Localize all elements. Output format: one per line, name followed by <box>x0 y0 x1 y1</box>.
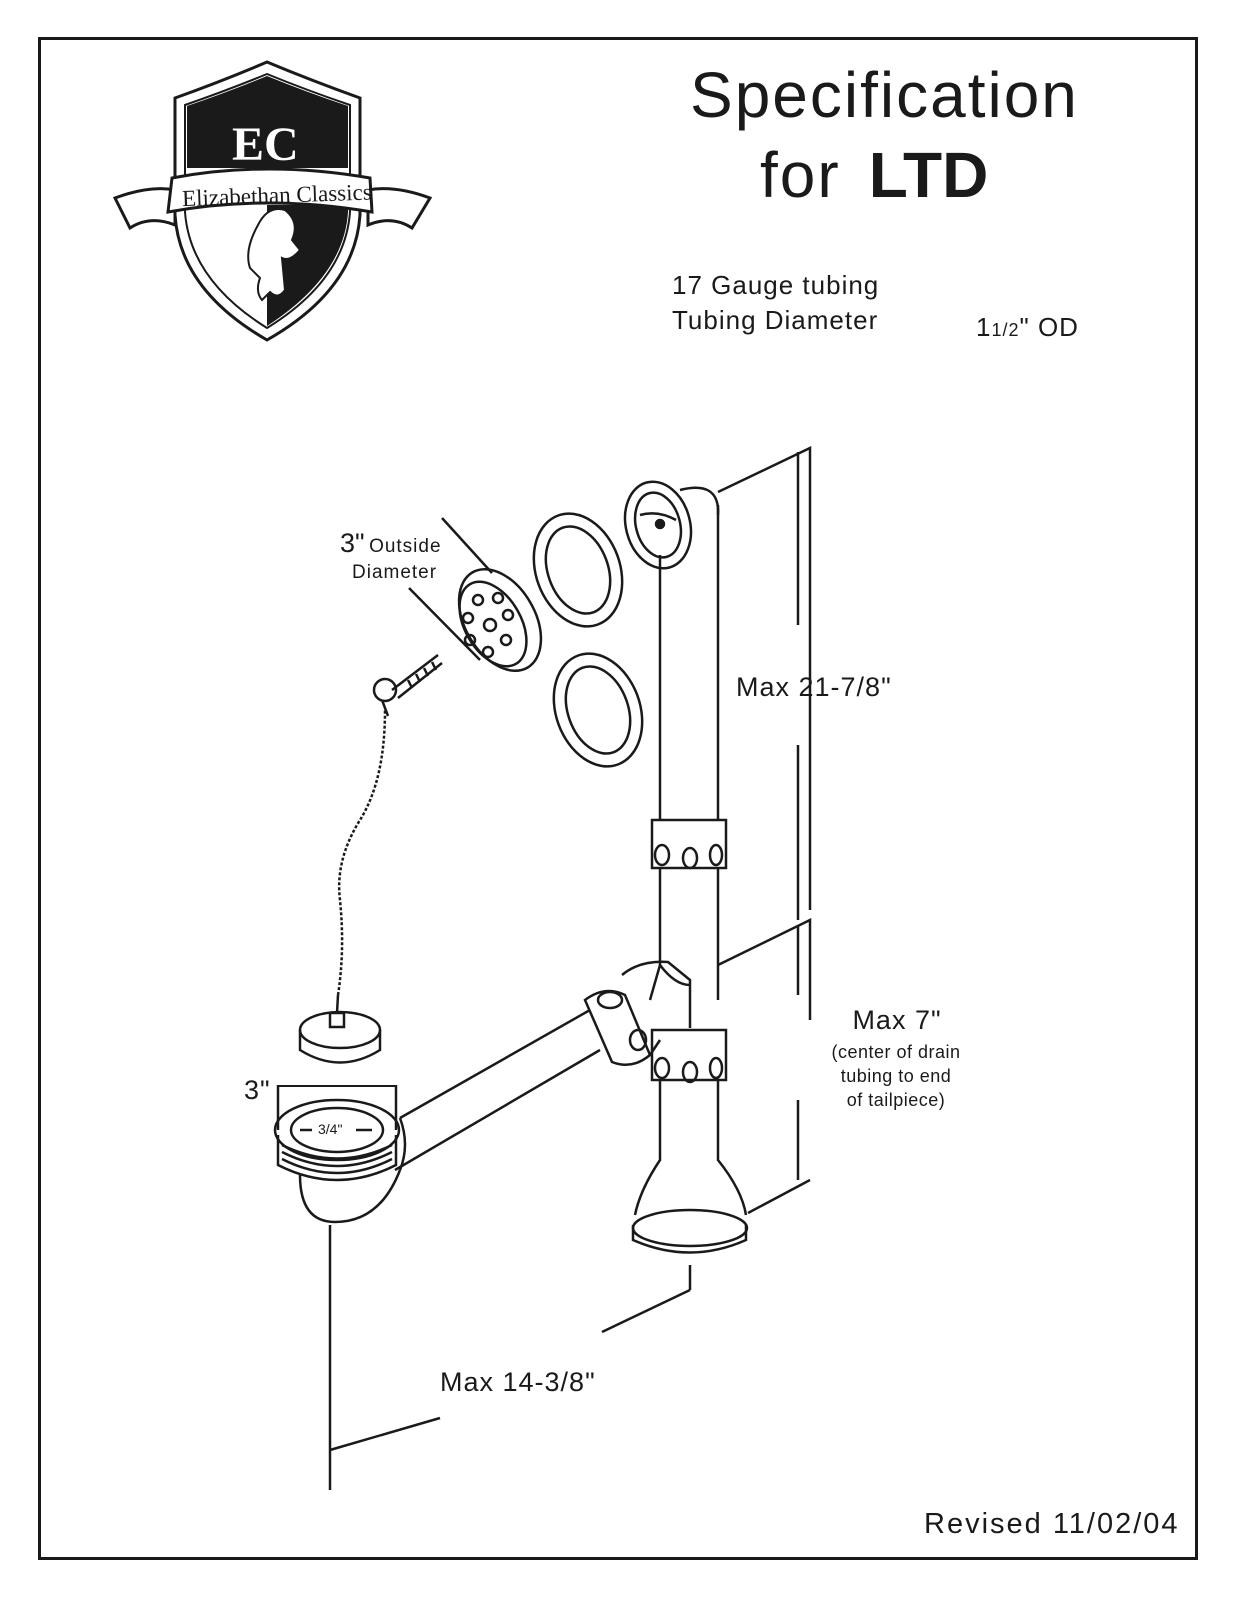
revision-date: Revised 11/02/04 <box>924 1508 1180 1540</box>
diameter-unit: " OD <box>1019 312 1079 342</box>
tailpiece-note-line2: tubing to end <box>840 1066 952 1086</box>
diameter-whole: 1 <box>976 312 992 342</box>
diameter-fraction: 1/2 <box>991 320 1020 340</box>
page-title: Specification <box>690 59 1079 131</box>
model-name: LTD <box>868 139 989 211</box>
tailpiece-note: (center of drain tubing to end of tailpi… <box>816 1040 976 1112</box>
vertical-max-label: Max 21-7/8" <box>736 672 892 702</box>
strainer-diameter-text: Diameter <box>352 562 438 583</box>
logo-monogram: EC <box>232 118 299 171</box>
tailpiece-note-line3: of tailpiece) <box>846 1090 946 1110</box>
page-border <box>38 37 1198 1560</box>
diameter-value: 11/2" OD <box>976 312 1079 343</box>
drain-assembly-diagram <box>273 446 812 1490</box>
drain-size-label: 3" <box>244 1075 271 1105</box>
tailpiece-max-label: Max 7" <box>852 1005 942 1035</box>
drain-inner-label: 3/4" <box>318 1121 343 1137</box>
gauge-spec: 17 Gauge tubing <box>672 270 880 300</box>
page-subtitle: for LTD <box>760 138 988 212</box>
elizabethan-classics-logo <box>112 60 433 342</box>
strainer-size-label: 3" Outside <box>340 528 460 559</box>
title-prefix: for <box>760 139 841 211</box>
diameter-label: Tubing Diameter <box>672 305 879 335</box>
strainer-size: 3" <box>340 528 365 558</box>
horizontal-max-label: Max 14-3/8" <box>440 1367 596 1397</box>
tailpiece-note-line1: (center of drain <box>831 1042 961 1062</box>
strainer-outside: Outside <box>369 536 442 557</box>
